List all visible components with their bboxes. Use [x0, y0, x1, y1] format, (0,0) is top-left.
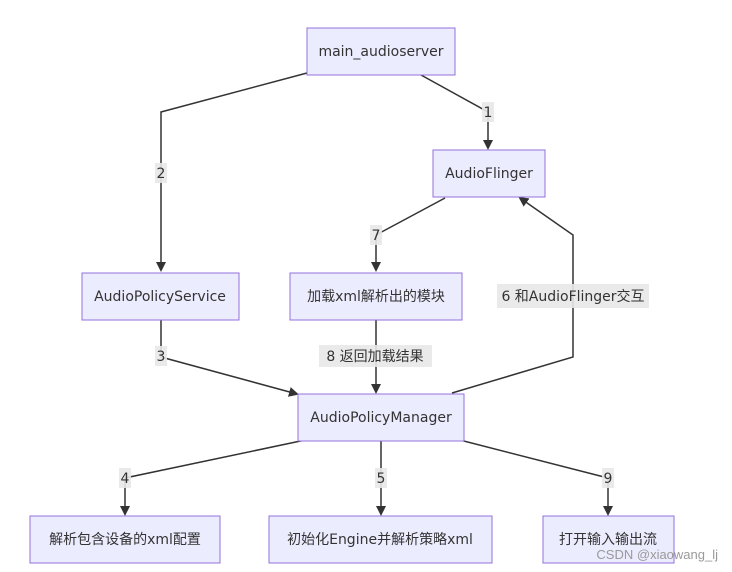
watermark-text: CSDN @xiaowang_lj — [596, 547, 718, 562]
edge-label-5: 5 — [375, 468, 387, 488]
edge-label-2: 2 — [155, 163, 167, 183]
edge-main-to-policy-service — [156, 72, 308, 272]
node-audiopolicyservice: AudioPolicyService — [81, 272, 240, 321]
edge-label-8: 8 返回加载结果 — [319, 345, 432, 367]
svg-text:AudioPolicyService: AudioPolicyService — [94, 289, 226, 305]
edge-flinger-to-xml-module — [371, 197, 446, 272]
node-parse-device-xml: 解析包含设备的xml配置 — [29, 515, 221, 564]
edge-manager-to-parse-devices — [120, 438, 311, 516]
node-audiopolicymanager: AudioPolicyManager — [297, 393, 465, 442]
svg-text:解析包含设备的xml配置: 解析包含设备的xml配置 — [49, 531, 201, 548]
edge-label-7: 7 — [370, 225, 382, 245]
node-load-xml-module: 加载xml解析出的模块 — [289, 272, 463, 321]
edge-label-6: 6 和AudioFlinger交互 — [497, 284, 649, 308]
edge-label-4: 4 — [119, 468, 131, 488]
edge-manager-to-open-streams — [455, 438, 613, 516]
svg-text:main_audioserver: main_audioserver — [318, 44, 443, 60]
node-main-audioserver: main_audioserver — [306, 27, 456, 76]
svg-text:3: 3 — [157, 349, 166, 365]
edge-label-1: 1 — [482, 102, 494, 122]
svg-text:AudioFlinger: AudioFlinger — [445, 166, 533, 182]
node-init-engine: 初始化Engine并解析策略xml — [268, 515, 493, 564]
svg-text:1: 1 — [484, 105, 493, 121]
node-open-streams: 打开输入输出流 — [542, 515, 675, 564]
svg-text:加载xml解析出的模块: 加载xml解析出的模块 — [307, 289, 445, 305]
svg-text:5: 5 — [377, 471, 386, 487]
svg-text:6 和AudioFlinger交互: 6 和AudioFlinger交互 — [501, 288, 644, 305]
svg-text:2: 2 — [157, 166, 166, 182]
edge-main-to-flinger — [420, 74, 493, 150]
svg-text:7: 7 — [372, 228, 381, 244]
svg-text:4: 4 — [121, 471, 130, 487]
svg-text:AudioPolicyManager: AudioPolicyManager — [310, 410, 452, 426]
svg-text:9: 9 — [604, 471, 613, 487]
node-audioflinger: AudioFlinger — [432, 149, 546, 198]
edge-label-3: 3 — [155, 346, 167, 366]
edge-label-9: 9 — [602, 468, 614, 488]
edge-policy-service-to-manager — [160, 320, 299, 397]
svg-text:初始化Engine并解析策略xml: 初始化Engine并解析策略xml — [287, 531, 473, 548]
svg-text:打开输入输出流: 打开输入输出流 — [559, 531, 657, 548]
svg-text:8 返回加载结果: 8 返回加载结果 — [326, 349, 423, 365]
